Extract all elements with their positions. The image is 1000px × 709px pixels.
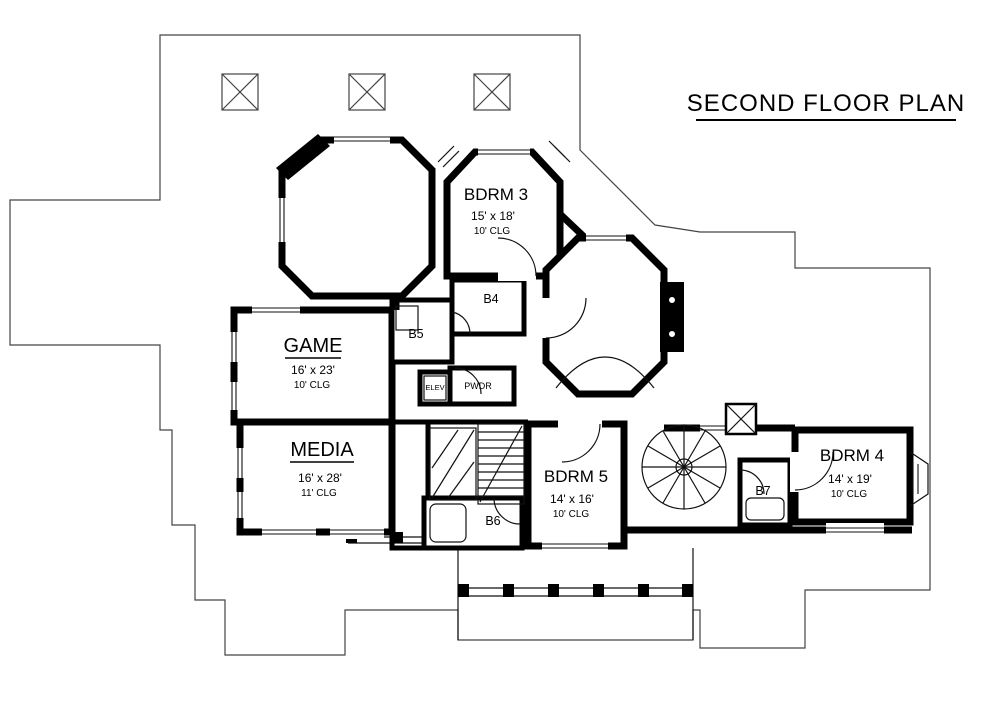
- roof-outline: [9, 34, 931, 656]
- room-label-media: MEDIA: [290, 439, 354, 461]
- terrace-column: [392, 532, 403, 543]
- room-bdrm4-walls: [791, 426, 914, 526]
- stair-closet-hatch: [429, 427, 477, 501]
- skylight-icon: [473, 73, 511, 111]
- porch-column: [503, 584, 514, 597]
- room-label-bdrm5: BDRM 5: [544, 467, 608, 486]
- elev-cab: [423, 375, 447, 401]
- b6-tub: [429, 503, 467, 543]
- room-clg-media: 11' CLG: [301, 488, 337, 499]
- room-label-bdrm4: BDRM 4: [820, 446, 884, 465]
- porch-column: [682, 584, 693, 597]
- window-openings: [227, 133, 919, 553]
- spiral-stair: [641, 424, 727, 510]
- porch-column: [458, 584, 469, 597]
- interior-details: [395, 305, 785, 543]
- master-arch: [555, 356, 655, 389]
- b7-tub: [745, 497, 785, 521]
- porch-column: [548, 584, 559, 597]
- room-clg-bdrm4: 10' CLG: [831, 489, 868, 500]
- room-label-game: GAME: [284, 335, 343, 357]
- label-b6: B6: [485, 514, 500, 528]
- label-b4: B4: [483, 292, 498, 306]
- door-arcs: [451, 237, 834, 525]
- room-dims-media: 16' x 28': [298, 471, 342, 485]
- room-label-bdrm3: BDRM 3: [464, 185, 528, 204]
- skylights: [221, 73, 511, 111]
- skylight-icon: [221, 73, 259, 111]
- bdrm4-bay-window: [909, 451, 929, 507]
- room-b6-walls: [421, 495, 525, 551]
- room-b4-walls: [449, 277, 527, 337]
- room-clg-game: 10' CLG: [294, 380, 331, 391]
- master-chimney-solid: [660, 282, 684, 352]
- porch-column: [638, 584, 649, 597]
- b5-shower: [395, 305, 419, 331]
- page-title: SECOND FLOOR PLAN: [687, 90, 965, 117]
- skylight-icon: [348, 73, 386, 111]
- room-clg-bdrm5: 10' CLG: [553, 509, 590, 520]
- solid-wall-accents: [276, 134, 684, 352]
- door-openings: [498, 271, 800, 492]
- turret-corner-solid: [276, 134, 330, 180]
- room-game-walls: [230, 306, 396, 426]
- room-clg-bdrm3: 10' CLG: [474, 226, 511, 237]
- chimney-icon: [724, 402, 758, 436]
- label-pwdr: PWDR: [464, 381, 492, 391]
- room-b5-walls: [389, 297, 455, 365]
- room-dims-game: 16' x 23': [291, 363, 335, 377]
- room-dims-bdrm3: 15' x 18': [471, 209, 515, 223]
- room-dims-bdrm5: 14' x 16': [550, 492, 594, 506]
- room-media-walls: [236, 418, 396, 536]
- room-master-turret-walls: [542, 234, 668, 398]
- stair: [477, 423, 525, 505]
- labels: SECOND FLOOR PLAN BDRM 3 15' x 18' 10' C…: [284, 90, 965, 528]
- porch-column: [593, 584, 604, 597]
- roof-envelope: [9, 34, 931, 656]
- room-elev-walls: [417, 369, 453, 407]
- label-b5: B5: [408, 327, 423, 341]
- room-dims-bdrm4: 14' x 19': [828, 472, 872, 486]
- label-elev: ELEV: [425, 383, 444, 392]
- walls: [230, 136, 929, 551]
- room-pwdr-walls: [447, 365, 517, 407]
- label-b7: B7: [755, 484, 770, 498]
